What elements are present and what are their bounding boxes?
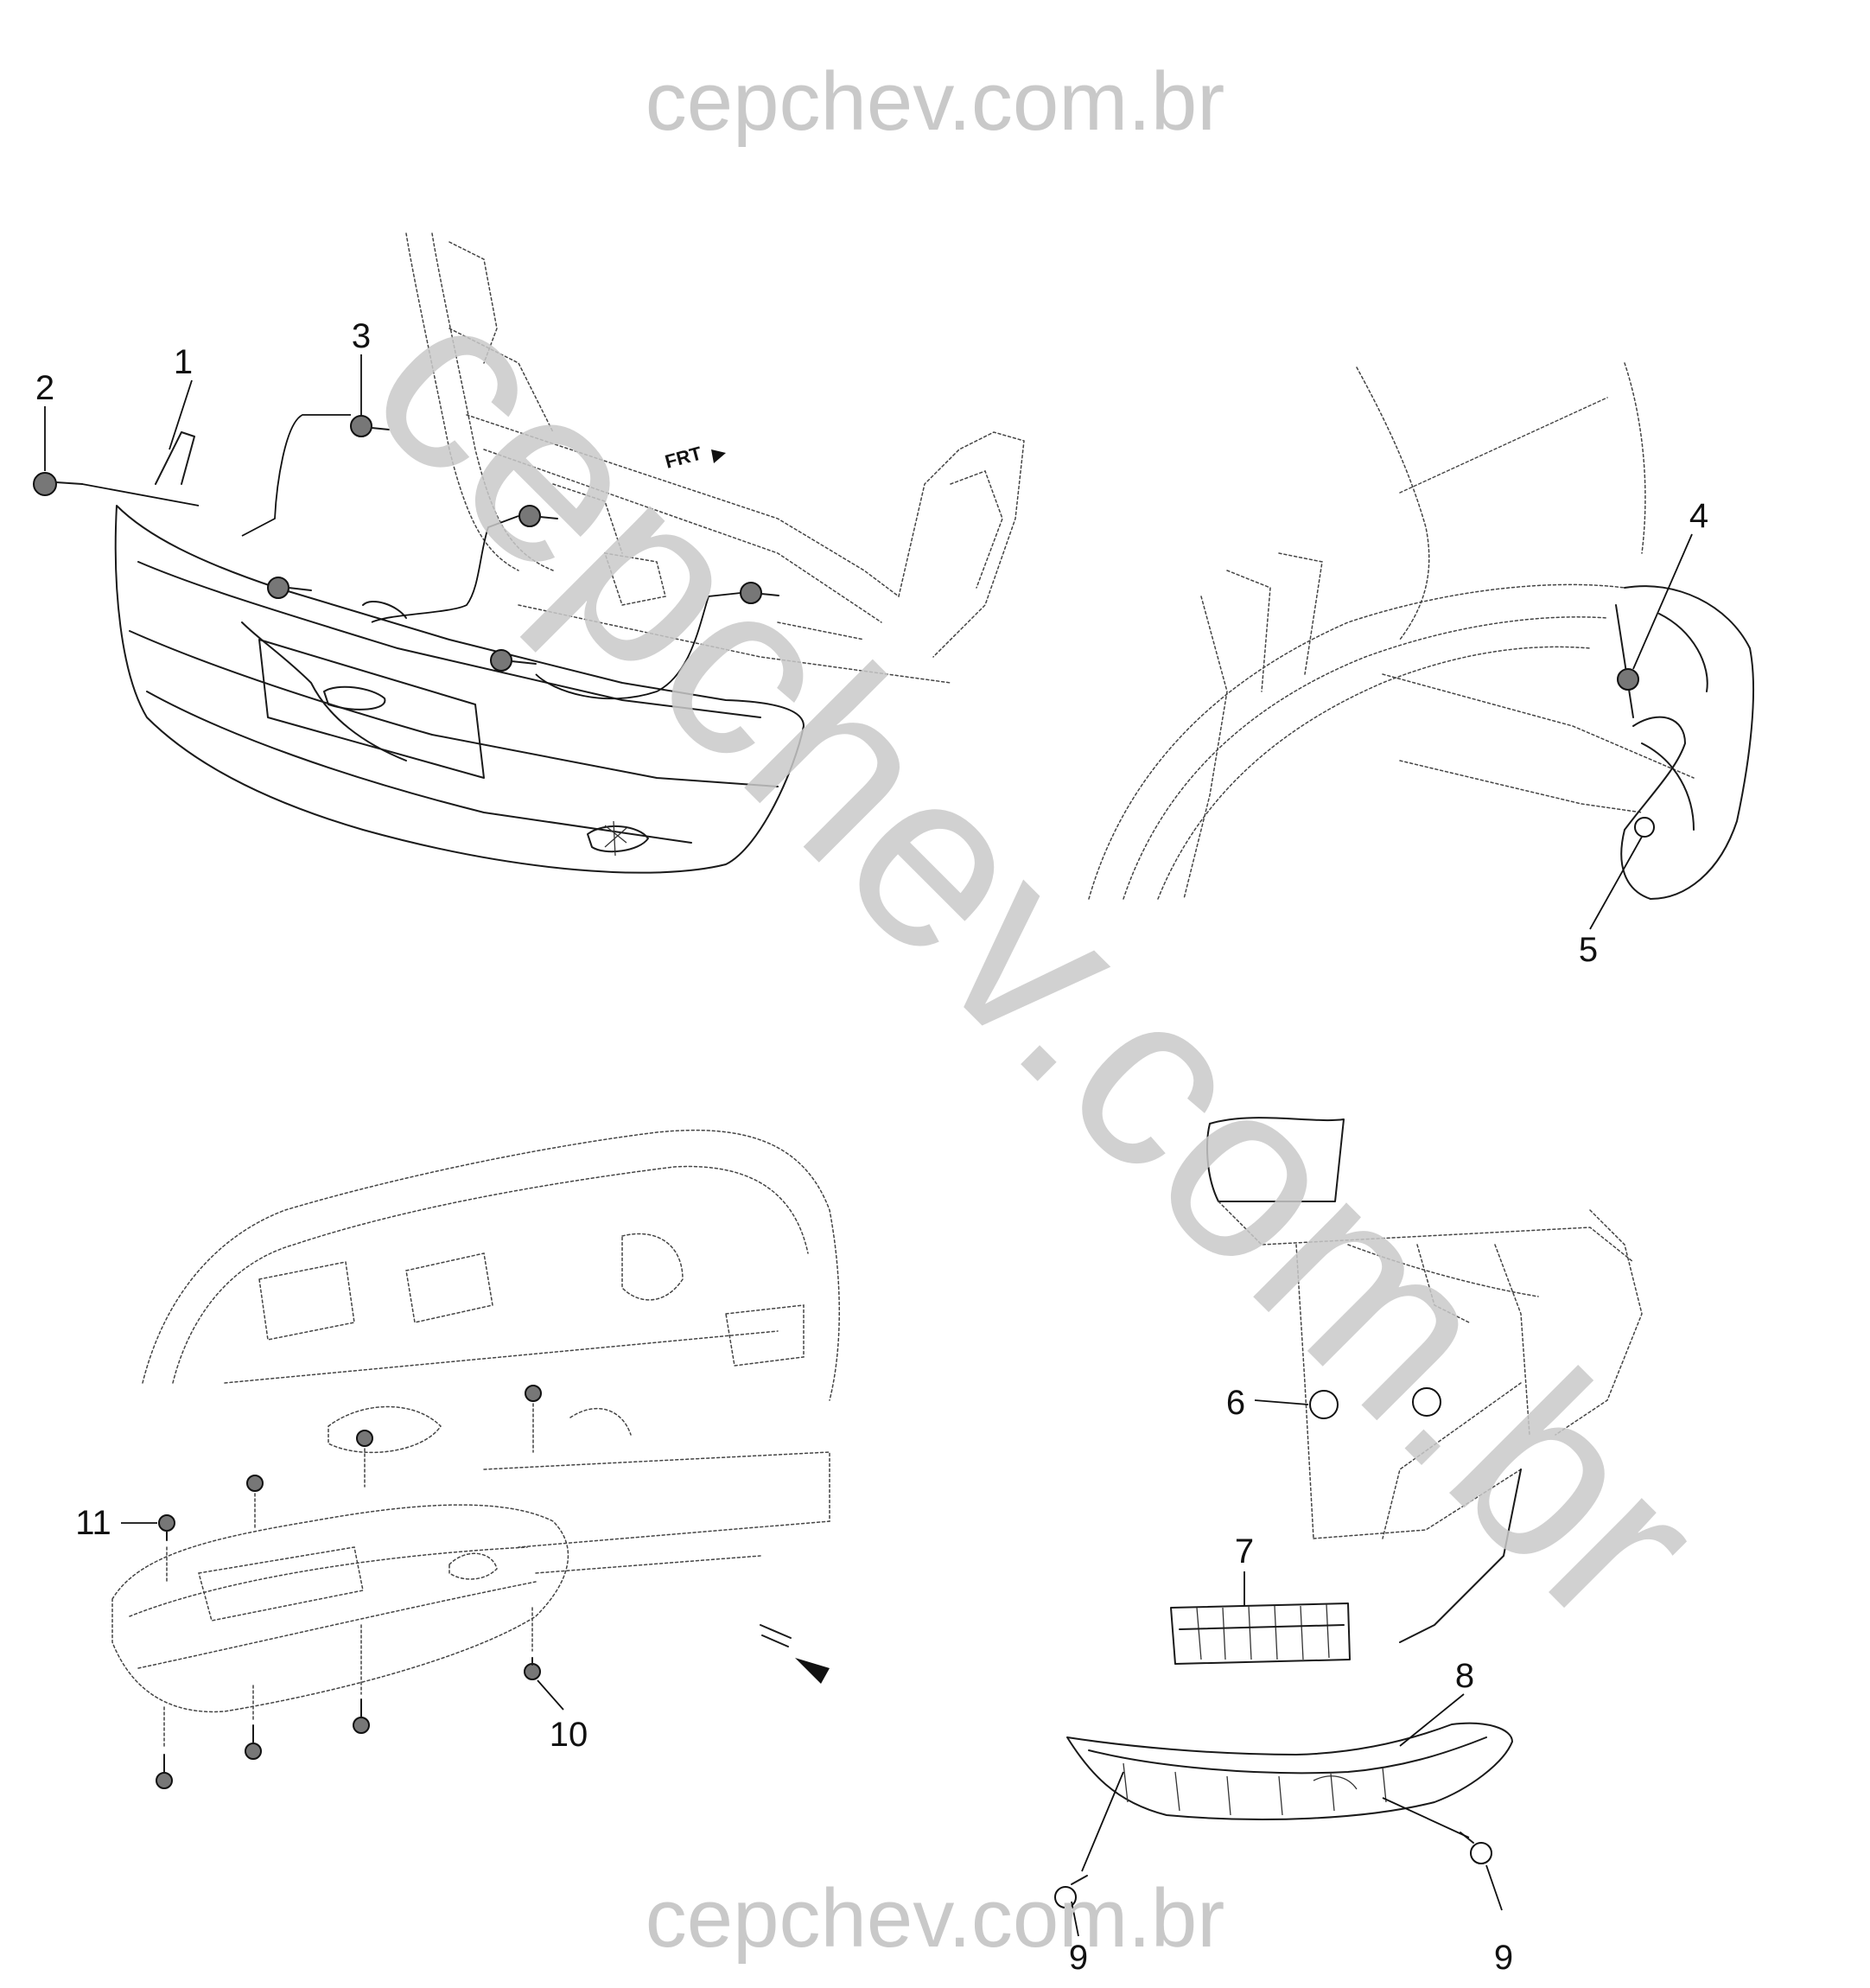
- bumper-fascia: [114, 431, 805, 874]
- rear-panel-structure: [1206, 1117, 1643, 1643]
- leader-9a: [1071, 1771, 1124, 1937]
- screw-lower-1: [156, 1772, 173, 1789]
- screw-11: [158, 1514, 175, 1541]
- callout-6: 6: [1226, 1384, 1245, 1422]
- clip-5: [1634, 817, 1655, 838]
- callout-8: 8: [1455, 1657, 1474, 1695]
- vehicle-body-outline: [405, 233, 1025, 684]
- screw-upper-2: [246, 1475, 264, 1492]
- leader-2b: [81, 483, 200, 507]
- screw-2: [33, 472, 83, 496]
- lower-fasteners: [156, 1607, 541, 1789]
- leader-5: [1589, 836, 1643, 930]
- impact-bar-8: [1066, 1722, 1513, 1820]
- panel-bumper-support: 6 7 8 9 9: [1054, 1117, 1643, 1977]
- footer-watermark: cepchev.com.br: [646, 1872, 1225, 1965]
- callout-10: 10: [550, 1716, 588, 1754]
- callout-3: 3: [352, 317, 371, 355]
- leader-3-to-others: [241, 414, 351, 537]
- underbody-outline: [142, 1129, 840, 1574]
- panel-bumper-side-fasteners: 4 5: [1088, 362, 1755, 969]
- leader-4: [1632, 533, 1693, 670]
- screw-upper-4: [525, 1385, 542, 1402]
- leader-6: [1254, 1399, 1309, 1405]
- callout-9-right: 9: [1494, 1939, 1513, 1977]
- diagonal-watermark: cepchev.com.br: [319, 241, 1755, 1678]
- nut-3-top: [350, 415, 390, 437]
- screw-4: [1617, 668, 1639, 691]
- leader-8: [1399, 1693, 1465, 1747]
- bumper-support-bracket-7: [1170, 1603, 1351, 1665]
- callout-4: 4: [1689, 497, 1708, 535]
- callout-1: 1: [174, 343, 193, 381]
- screw-lower-2: [245, 1743, 262, 1760]
- leader-3-right: [535, 592, 741, 700]
- screw-lower-3: [353, 1717, 370, 1734]
- nut-6-right: [1412, 1387, 1441, 1417]
- callout-5: 5: [1579, 931, 1598, 969]
- panel-underside-fasteners: 11 10: [75, 1129, 840, 1789]
- screw-upper-3: [356, 1430, 373, 1447]
- panel-bumper-removal: 1 2 3 FRT: [33, 233, 1025, 874]
- callout-9-left: 9: [1069, 1939, 1088, 1977]
- upper-fasteners: [158, 1385, 542, 1583]
- nut-3-middle: [518, 505, 558, 527]
- screw-bumper-left: [267, 577, 312, 599]
- header-watermark: cepchev.com.br: [646, 55, 1225, 148]
- bumper-lower: [111, 1504, 569, 1713]
- callout-7: 7: [1235, 1532, 1254, 1571]
- leader-3-mid: [371, 515, 519, 623]
- screw-10: [524, 1657, 541, 1680]
- callout-2: 2: [35, 369, 54, 407]
- nut-6-left: [1309, 1390, 1339, 1419]
- frt-direction-marker-underside: [760, 1624, 830, 1684]
- leader-10: [537, 1679, 564, 1711]
- screw-9-left: [1054, 1875, 1088, 1908]
- callout-11: 11: [75, 1504, 111, 1542]
- wheel-arch-outline: [1088, 362, 1695, 900]
- screw-bumper-center: [490, 649, 537, 672]
- leader-1: [169, 379, 193, 450]
- screw-9-right: [1460, 1832, 1492, 1864]
- leader-9b: [1382, 1797, 1503, 1911]
- bumper-end-cap: [1615, 585, 1755, 900]
